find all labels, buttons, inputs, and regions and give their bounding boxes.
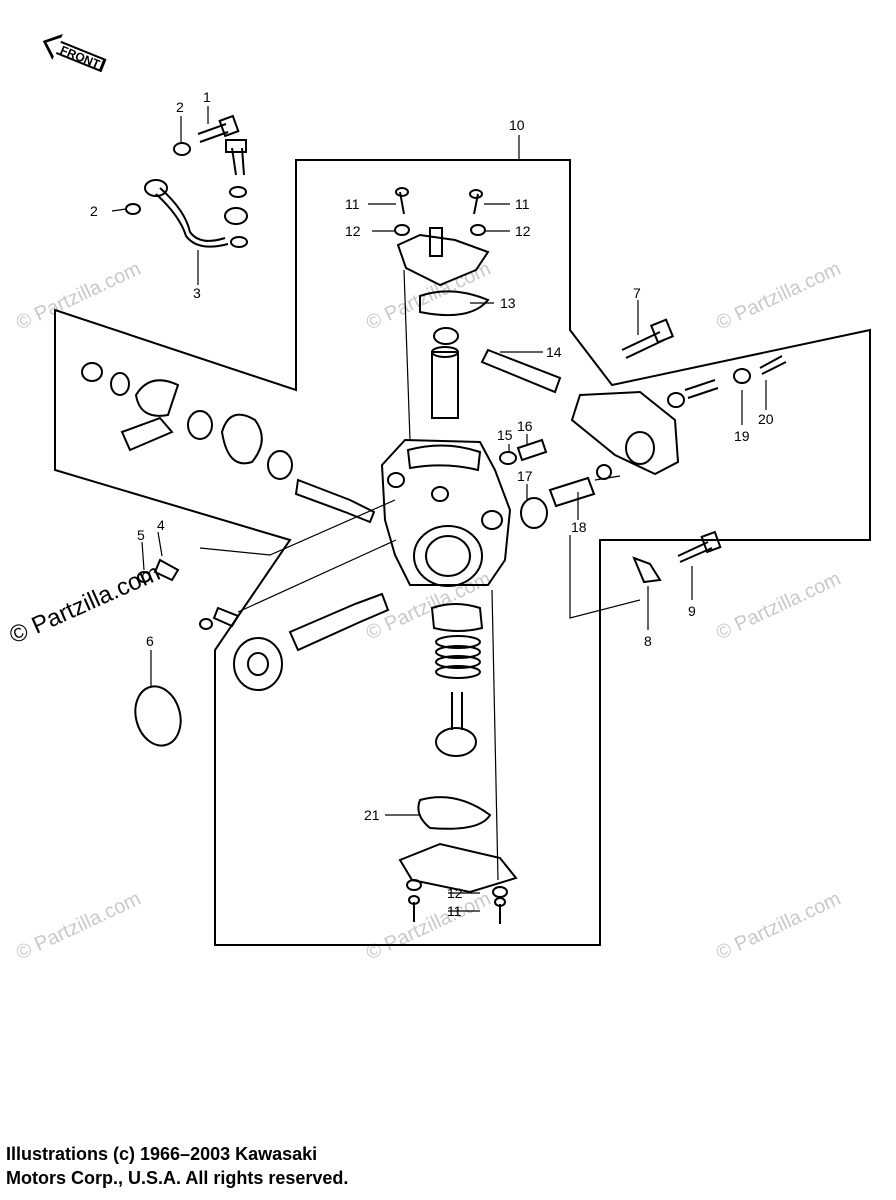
front-arrow-icon: FRONT bbox=[42, 33, 107, 73]
callout-12: 12 bbox=[345, 223, 361, 239]
callout-10: 10 bbox=[509, 117, 525, 133]
callout-13: 13 bbox=[500, 295, 516, 311]
pump-body bbox=[380, 438, 512, 587]
right-parts bbox=[480, 318, 787, 584]
pump-cover bbox=[394, 187, 490, 419]
callout-20: 20 bbox=[758, 411, 774, 427]
callout-19: 19 bbox=[734, 428, 750, 444]
callout-5: 5 bbox=[137, 527, 145, 543]
watermark: © Partzilla.com bbox=[713, 258, 844, 335]
callout-21: 21 bbox=[364, 807, 380, 823]
left-parts bbox=[81, 362, 390, 747]
callout-17: 17 bbox=[517, 468, 533, 484]
callout-7: 7 bbox=[633, 285, 641, 301]
callout-16: 16 bbox=[517, 418, 533, 434]
callout-9: 9 bbox=[688, 603, 696, 619]
callout-6: 6 bbox=[146, 633, 154, 649]
callout-1: 1 bbox=[203, 89, 211, 105]
watermark: © Partzilla.com bbox=[713, 888, 844, 965]
callout-12: 12 bbox=[447, 885, 463, 901]
callout-11: 11 bbox=[447, 903, 462, 919]
watermark: © Partzilla.com bbox=[713, 568, 844, 645]
callout-8: 8 bbox=[644, 633, 652, 649]
oil-pipe bbox=[125, 114, 248, 248]
callout-12: 12 bbox=[515, 223, 531, 239]
leader-lines bbox=[111, 106, 767, 912]
watermark-layer: © Partzilla.com © Partzilla.com © Partzi… bbox=[5, 258, 844, 965]
callout-11: 11 bbox=[345, 196, 360, 212]
callout-11: 11 bbox=[515, 196, 530, 212]
callout-15: 15 bbox=[497, 427, 513, 443]
callout-2: 2 bbox=[176, 99, 184, 115]
callout-4: 4 bbox=[157, 517, 165, 533]
watermark: © Partzilla.com bbox=[13, 258, 144, 335]
callout-3: 3 bbox=[193, 285, 201, 301]
copyright-notice: Illustrations (c) 1966–2003 Kawasaki Mot… bbox=[6, 1142, 566, 1190]
watermark: © Partzilla.com bbox=[363, 888, 494, 965]
copyright-line-1: Illustrations (c) 1966–2003 Kawasaki bbox=[6, 1144, 318, 1164]
callout-2: 2 bbox=[90, 203, 98, 219]
lower-stack bbox=[398, 603, 518, 924]
callout-18: 18 bbox=[571, 519, 587, 535]
copyright-line-2: Motors Corp., U.S.A. All rights reserved… bbox=[6, 1168, 349, 1188]
front-label: FRONT bbox=[58, 43, 102, 72]
watermark: © Partzilla.com bbox=[13, 888, 144, 965]
assembly-outline bbox=[54, 159, 871, 946]
callout-numbers: 1 2 2 3 4 5 6 7 8 9 10 11 11 12 12 13 14… bbox=[90, 89, 774, 919]
callout-14: 14 bbox=[546, 344, 562, 360]
